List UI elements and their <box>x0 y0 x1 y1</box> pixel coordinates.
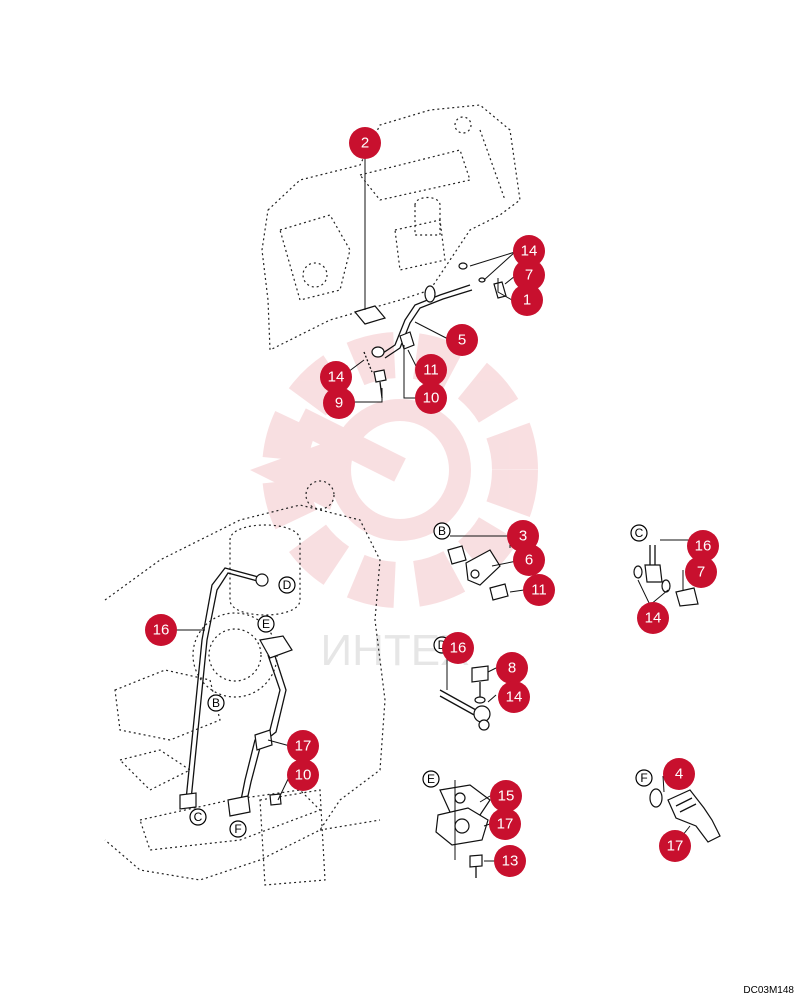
callout-8: 8 <box>496 652 528 684</box>
callout-13: 13 <box>494 845 526 877</box>
svg-text:17: 17 <box>667 838 684 855</box>
callout-2: 2 <box>349 127 381 159</box>
callout-14-mid: 14 <box>320 361 352 393</box>
svg-text:17: 17 <box>295 738 312 755</box>
svg-text:B: B <box>438 524 446 538</box>
svg-text:14: 14 <box>645 610 662 627</box>
svg-text:F: F <box>640 771 647 785</box>
view-letter-d-pipe: D <box>278 576 296 594</box>
svg-text:3: 3 <box>519 528 527 545</box>
svg-text:14: 14 <box>328 369 345 386</box>
svg-text:10: 10 <box>423 390 440 407</box>
svg-text:13: 13 <box>502 853 519 870</box>
view-letter-c-pipe: C <box>189 808 207 826</box>
oil-pipe-bottom <box>179 567 293 817</box>
svg-text:8: 8 <box>508 660 516 677</box>
detail-e-parts <box>435 780 491 878</box>
svg-text:16: 16 <box>153 622 170 639</box>
callout-7-top: 7 <box>513 259 545 291</box>
callout-15: 15 <box>490 780 522 812</box>
svg-text:4: 4 <box>675 766 683 783</box>
detail-c-parts <box>633 539 700 607</box>
callout-7-c: 7 <box>685 556 717 588</box>
drawing-code: DC03M148 <box>743 985 794 996</box>
svg-text:E: E <box>427 772 435 786</box>
callout-16-d: 16 <box>442 632 474 664</box>
callout-3: 3 <box>507 520 539 552</box>
callout-14-c: 14 <box>637 602 669 634</box>
callout-5: 5 <box>446 324 478 356</box>
callout-16-pipe: 16 <box>145 614 177 646</box>
detail-d-parts <box>439 650 491 731</box>
svg-text:6: 6 <box>525 552 533 569</box>
callout-16-c: 16 <box>687 530 719 562</box>
svg-text:D: D <box>283 578 292 592</box>
svg-text:17: 17 <box>497 816 514 833</box>
svg-text:11: 11 <box>423 362 439 379</box>
view-letter-b-pipe: B <box>207 694 225 712</box>
oil-pipe-top <box>353 262 507 399</box>
callout-17-f: 17 <box>659 830 691 862</box>
svg-text:9: 9 <box>335 395 343 412</box>
svg-text:16: 16 <box>450 640 467 657</box>
svg-text:D: D <box>438 638 447 652</box>
svg-text:14: 14 <box>506 689 523 706</box>
svg-text:1: 1 <box>523 292 531 309</box>
callout-11-b: 11 <box>523 574 555 606</box>
callout-17-pipe: 17 <box>287 730 319 762</box>
view-letter-e-detail: E <box>422 770 440 788</box>
svg-text:F: F <box>234 822 241 836</box>
svg-text:16: 16 <box>695 538 712 555</box>
callout-9: 9 <box>323 387 355 419</box>
callout-10-top: 10 <box>415 382 447 414</box>
view-letter-b-detail: B <box>433 522 451 540</box>
svg-text:7: 7 <box>525 267 533 284</box>
view-letter-f-detail: F <box>635 769 653 787</box>
svg-text:10: 10 <box>295 767 312 784</box>
svg-text:11: 11 <box>531 582 547 599</box>
svg-text:E: E <box>262 617 270 631</box>
svg-text:7: 7 <box>697 564 705 581</box>
callout-17-e: 17 <box>489 808 521 840</box>
callout-1: 1 <box>511 284 543 316</box>
view-letter-e-pipe: E <box>257 615 275 633</box>
callout-6: 6 <box>513 544 545 576</box>
svg-text:15: 15 <box>498 788 515 805</box>
detail-f-parts <box>649 788 721 843</box>
svg-text:C: C <box>194 810 203 824</box>
svg-text:B: B <box>212 696 220 710</box>
callout-14-top: 14 <box>513 235 545 267</box>
svg-text:C: C <box>635 526 644 540</box>
svg-text:14: 14 <box>521 243 538 260</box>
callout-11-top: 11 <box>415 354 447 386</box>
callout-10-pipe: 10 <box>287 759 319 791</box>
view-letter-c-detail: C <box>630 524 648 542</box>
svg-text:2: 2 <box>361 135 369 152</box>
watermark-logo <box>250 332 538 608</box>
callout-14-d: 14 <box>498 681 530 713</box>
view-letter-f-pipe: F <box>229 820 247 838</box>
callout-4: 4 <box>663 758 695 790</box>
svg-text:5: 5 <box>458 332 466 349</box>
engine-outline-top <box>261 104 521 351</box>
